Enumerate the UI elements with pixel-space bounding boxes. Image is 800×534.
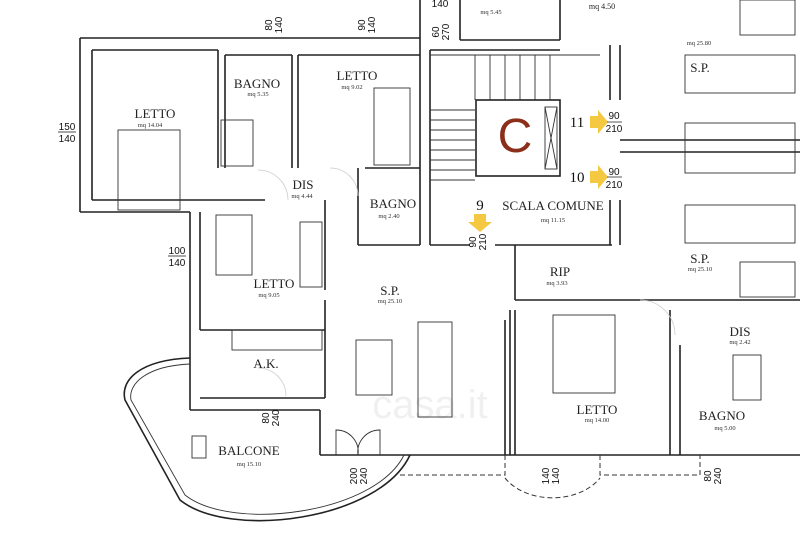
room-area: mq 4.44	[291, 193, 313, 200]
room-name: RIP	[550, 264, 570, 279]
top-dimension: 140	[432, 0, 449, 10]
lift-label: C	[498, 110, 533, 163]
room-area: mq 25.80	[687, 40, 712, 47]
opening-height: 140	[169, 258, 186, 269]
room-area: mq 14.04	[138, 122, 163, 129]
room-name: DIS	[293, 177, 314, 192]
door-swings	[257, 167, 676, 456]
opening-height: 240	[271, 409, 282, 426]
entrance-width: 90	[608, 167, 620, 178]
room-area: mq 3.93	[546, 280, 567, 287]
entrance-height: 210	[606, 124, 623, 135]
furniture	[117, 0, 796, 459]
room-area: mq 9.05	[258, 292, 279, 299]
room-name: LETTO	[135, 106, 176, 121]
entrance-width: 90	[608, 111, 620, 122]
opening-width: 80	[703, 470, 714, 482]
room-area: mq 25.10	[378, 298, 403, 305]
opening-width: 90	[357, 19, 368, 31]
room-area: mq 15.10	[237, 461, 262, 468]
walls	[79, 0, 800, 456]
room-name: SCALA COMUNE	[502, 198, 604, 213]
entrance-number: 10	[570, 170, 585, 186]
opening-width: 140	[541, 467, 552, 484]
balcony	[123, 357, 701, 522]
opening-width: 200	[349, 467, 360, 484]
room-area: mq 14.00	[585, 417, 610, 424]
entrance-width: 90	[468, 236, 479, 248]
room-name: S.P.	[380, 283, 400, 298]
opening-height: 270	[441, 23, 452, 40]
opening-width: 80	[264, 19, 275, 31]
room-name: S.P.	[690, 60, 710, 75]
room-name: BALCONE	[218, 443, 279, 458]
watermark: casa.it	[372, 383, 488, 427]
room-area: mq 2.40	[378, 213, 399, 220]
entrance-height: 210	[606, 180, 623, 191]
room-area: mq 11.15	[541, 217, 565, 224]
room-area: mq 9.02	[341, 84, 362, 91]
room-name: LETTO	[254, 276, 295, 291]
entrance-arrow-9	[468, 214, 492, 232]
room-area: mq 25.10	[688, 266, 713, 273]
entrance-number: 11	[570, 115, 584, 131]
room-name: DIS	[730, 324, 751, 339]
opening-width: 100	[169, 246, 186, 257]
room-name: BAGNO	[234, 76, 280, 91]
entrance-arrow-11	[590, 110, 608, 134]
entrance-arrows	[468, 110, 608, 232]
opening-height: 140	[367, 16, 378, 33]
room-name: A.K.	[253, 356, 278, 371]
room-area: mq 2.42	[729, 339, 750, 346]
opening-height: 140	[274, 16, 285, 33]
opening-width: 60	[431, 26, 442, 38]
room-name: S.P.	[690, 251, 710, 266]
opening-height: 140	[59, 134, 76, 145]
room-name: LETTO	[577, 402, 618, 417]
opening-height: 240	[359, 467, 370, 484]
room-area: mq 5.35	[247, 91, 268, 98]
room-area: mq 5.45	[480, 9, 501, 16]
opening-height: 140	[551, 467, 562, 484]
entrance-arrow-10	[590, 165, 608, 189]
room-name: BAGNO	[370, 196, 416, 211]
room-area: mq 5.00	[714, 425, 735, 432]
entrance-number: 9	[476, 198, 484, 214]
entrance-height: 210	[478, 233, 489, 250]
room-name: BAGNO	[699, 408, 745, 423]
opening-height: 240	[713, 467, 724, 484]
room-name: LETTO	[337, 68, 378, 83]
stairs	[430, 54, 600, 181]
opening-width: 80	[261, 412, 272, 424]
room-area: mq 4.50	[589, 2, 615, 11]
opening-width: 150	[59, 122, 76, 133]
